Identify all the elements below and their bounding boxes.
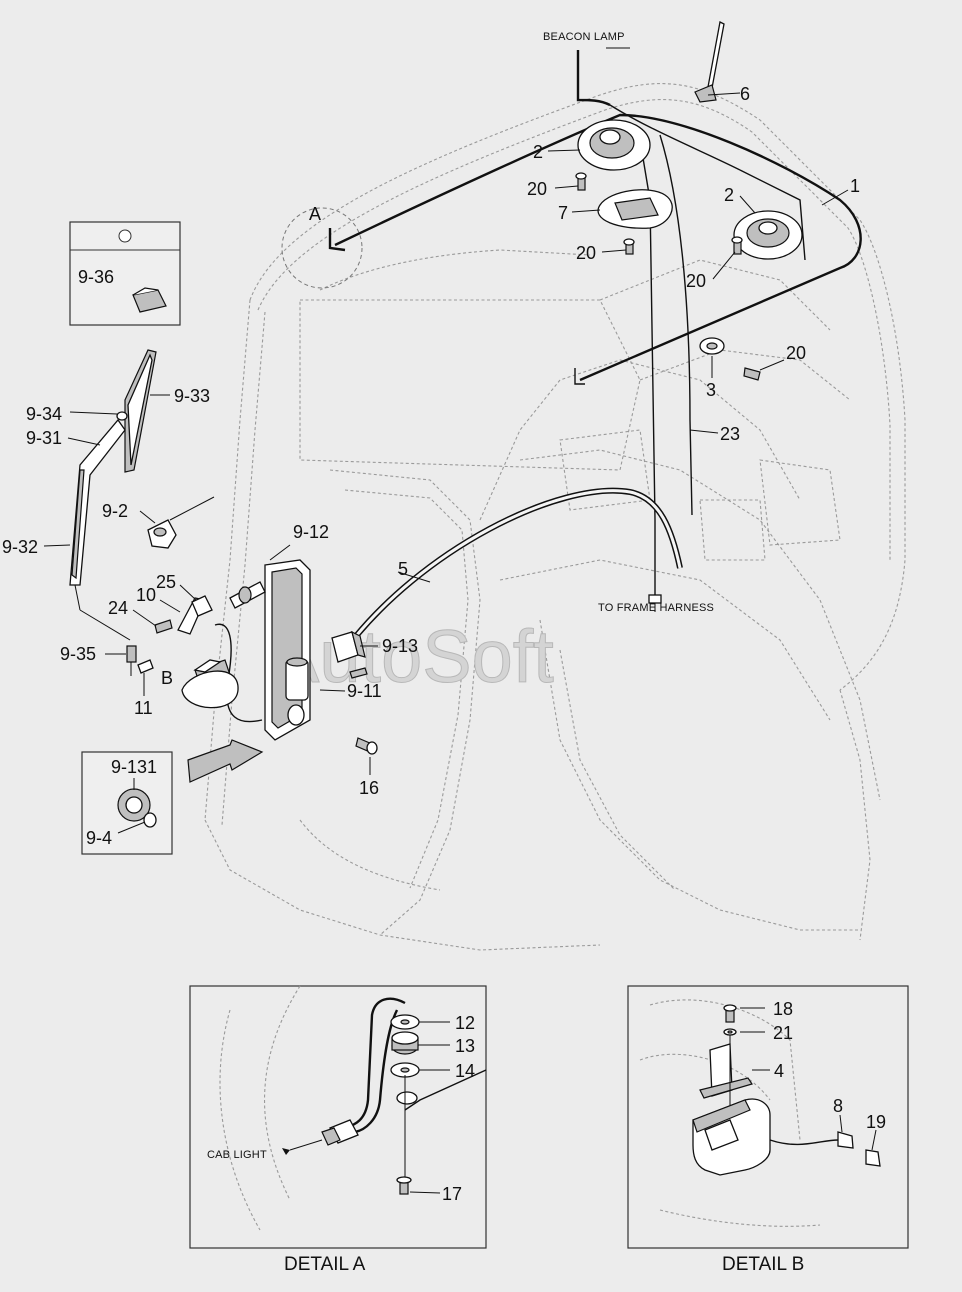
label-5: 5 xyxy=(398,559,408,579)
hose-5 xyxy=(342,487,683,652)
label-9-33: 9-33 xyxy=(174,386,210,406)
to-frame-harness-label: TO FRAME HARNESS xyxy=(598,602,714,614)
inset-9-36 xyxy=(69,221,181,326)
small-parts-left xyxy=(105,645,154,696)
detail-b-panel xyxy=(627,985,909,1249)
beacon-lamp-label: BEACON LAMP xyxy=(543,31,625,43)
detail-b-title: DETAIL B xyxy=(722,1254,804,1275)
wiper-blade xyxy=(124,349,170,473)
label-20-b: 20 xyxy=(576,243,596,263)
label-20-d: 20 xyxy=(786,343,806,363)
wiper-motor-bracket xyxy=(187,544,346,783)
label-10: 10 xyxy=(136,585,156,605)
label-3: 3 xyxy=(706,380,716,400)
label-6: 6 xyxy=(740,84,750,104)
label-25: 25 xyxy=(156,572,176,592)
bracket-9-2 xyxy=(139,496,215,549)
label-18: 18 xyxy=(773,999,793,1019)
label-11: 11 xyxy=(134,698,153,718)
cab-light-label: CAB LIGHT xyxy=(207,1149,267,1161)
detail-a-ref-label: A xyxy=(309,204,321,224)
label-9-11: 9-11 xyxy=(347,681,382,701)
label-9-12: 9-12 xyxy=(293,522,329,542)
label-16: 16 xyxy=(359,778,379,798)
label-12: 12 xyxy=(455,1013,475,1033)
wiper-arm xyxy=(43,411,131,641)
relay-9-13 xyxy=(331,630,378,679)
detail-a-title: DETAIL A xyxy=(284,1254,366,1275)
label-9-4: 9-4 xyxy=(86,828,112,848)
bracket-3 xyxy=(699,337,725,378)
label-9-2: 9-2 xyxy=(102,501,128,521)
label-9-36: 9-36 xyxy=(78,267,114,287)
label-9-32: 9-32 xyxy=(2,537,38,557)
label-24: 24 xyxy=(108,598,128,618)
roof-harness xyxy=(328,50,862,600)
label-13: 13 xyxy=(455,1036,475,1056)
label-20-a: 20 xyxy=(527,179,547,199)
bolt-24-plate-10-gasket-25 xyxy=(132,584,213,635)
detail-a-ref-circle xyxy=(281,207,363,289)
leader-23 xyxy=(689,429,719,434)
label-9-35: 9-35 xyxy=(60,644,96,664)
label-9-131: 9-131 xyxy=(111,757,157,777)
label-4: 4 xyxy=(774,1061,784,1081)
detail-b-ref xyxy=(181,659,239,709)
cab-light xyxy=(571,189,673,229)
label-23: 23 xyxy=(720,424,740,444)
inset-9-131 xyxy=(81,751,173,855)
watermark: AutoSoft xyxy=(270,615,554,698)
detail-b-ref-label: B xyxy=(161,668,173,688)
leader-1 xyxy=(821,189,849,206)
frame-harness-end xyxy=(648,594,662,612)
label-19: 19 xyxy=(866,1112,886,1132)
label-17: 17 xyxy=(442,1184,462,1204)
bolt-16 xyxy=(355,737,378,775)
label-9-13: 9-13 xyxy=(382,636,418,656)
label-2-top: 2 xyxy=(533,142,543,162)
label-7: 7 xyxy=(558,203,568,223)
label-20-c: 20 xyxy=(686,271,706,291)
speaker-top xyxy=(547,119,651,171)
label-2-right: 2 xyxy=(724,185,734,205)
detail-a-panel xyxy=(189,985,487,1249)
label-14: 14 xyxy=(455,1061,475,1081)
bolts-20 xyxy=(554,172,785,381)
label-8: 8 xyxy=(833,1096,843,1116)
label-1: 1 xyxy=(850,176,860,196)
antenna xyxy=(694,21,741,103)
label-21: 21 xyxy=(773,1023,793,1043)
label-9-31: 9-31 xyxy=(26,428,62,448)
speaker-right xyxy=(733,195,803,260)
label-9-34: 9-34 xyxy=(26,404,62,424)
